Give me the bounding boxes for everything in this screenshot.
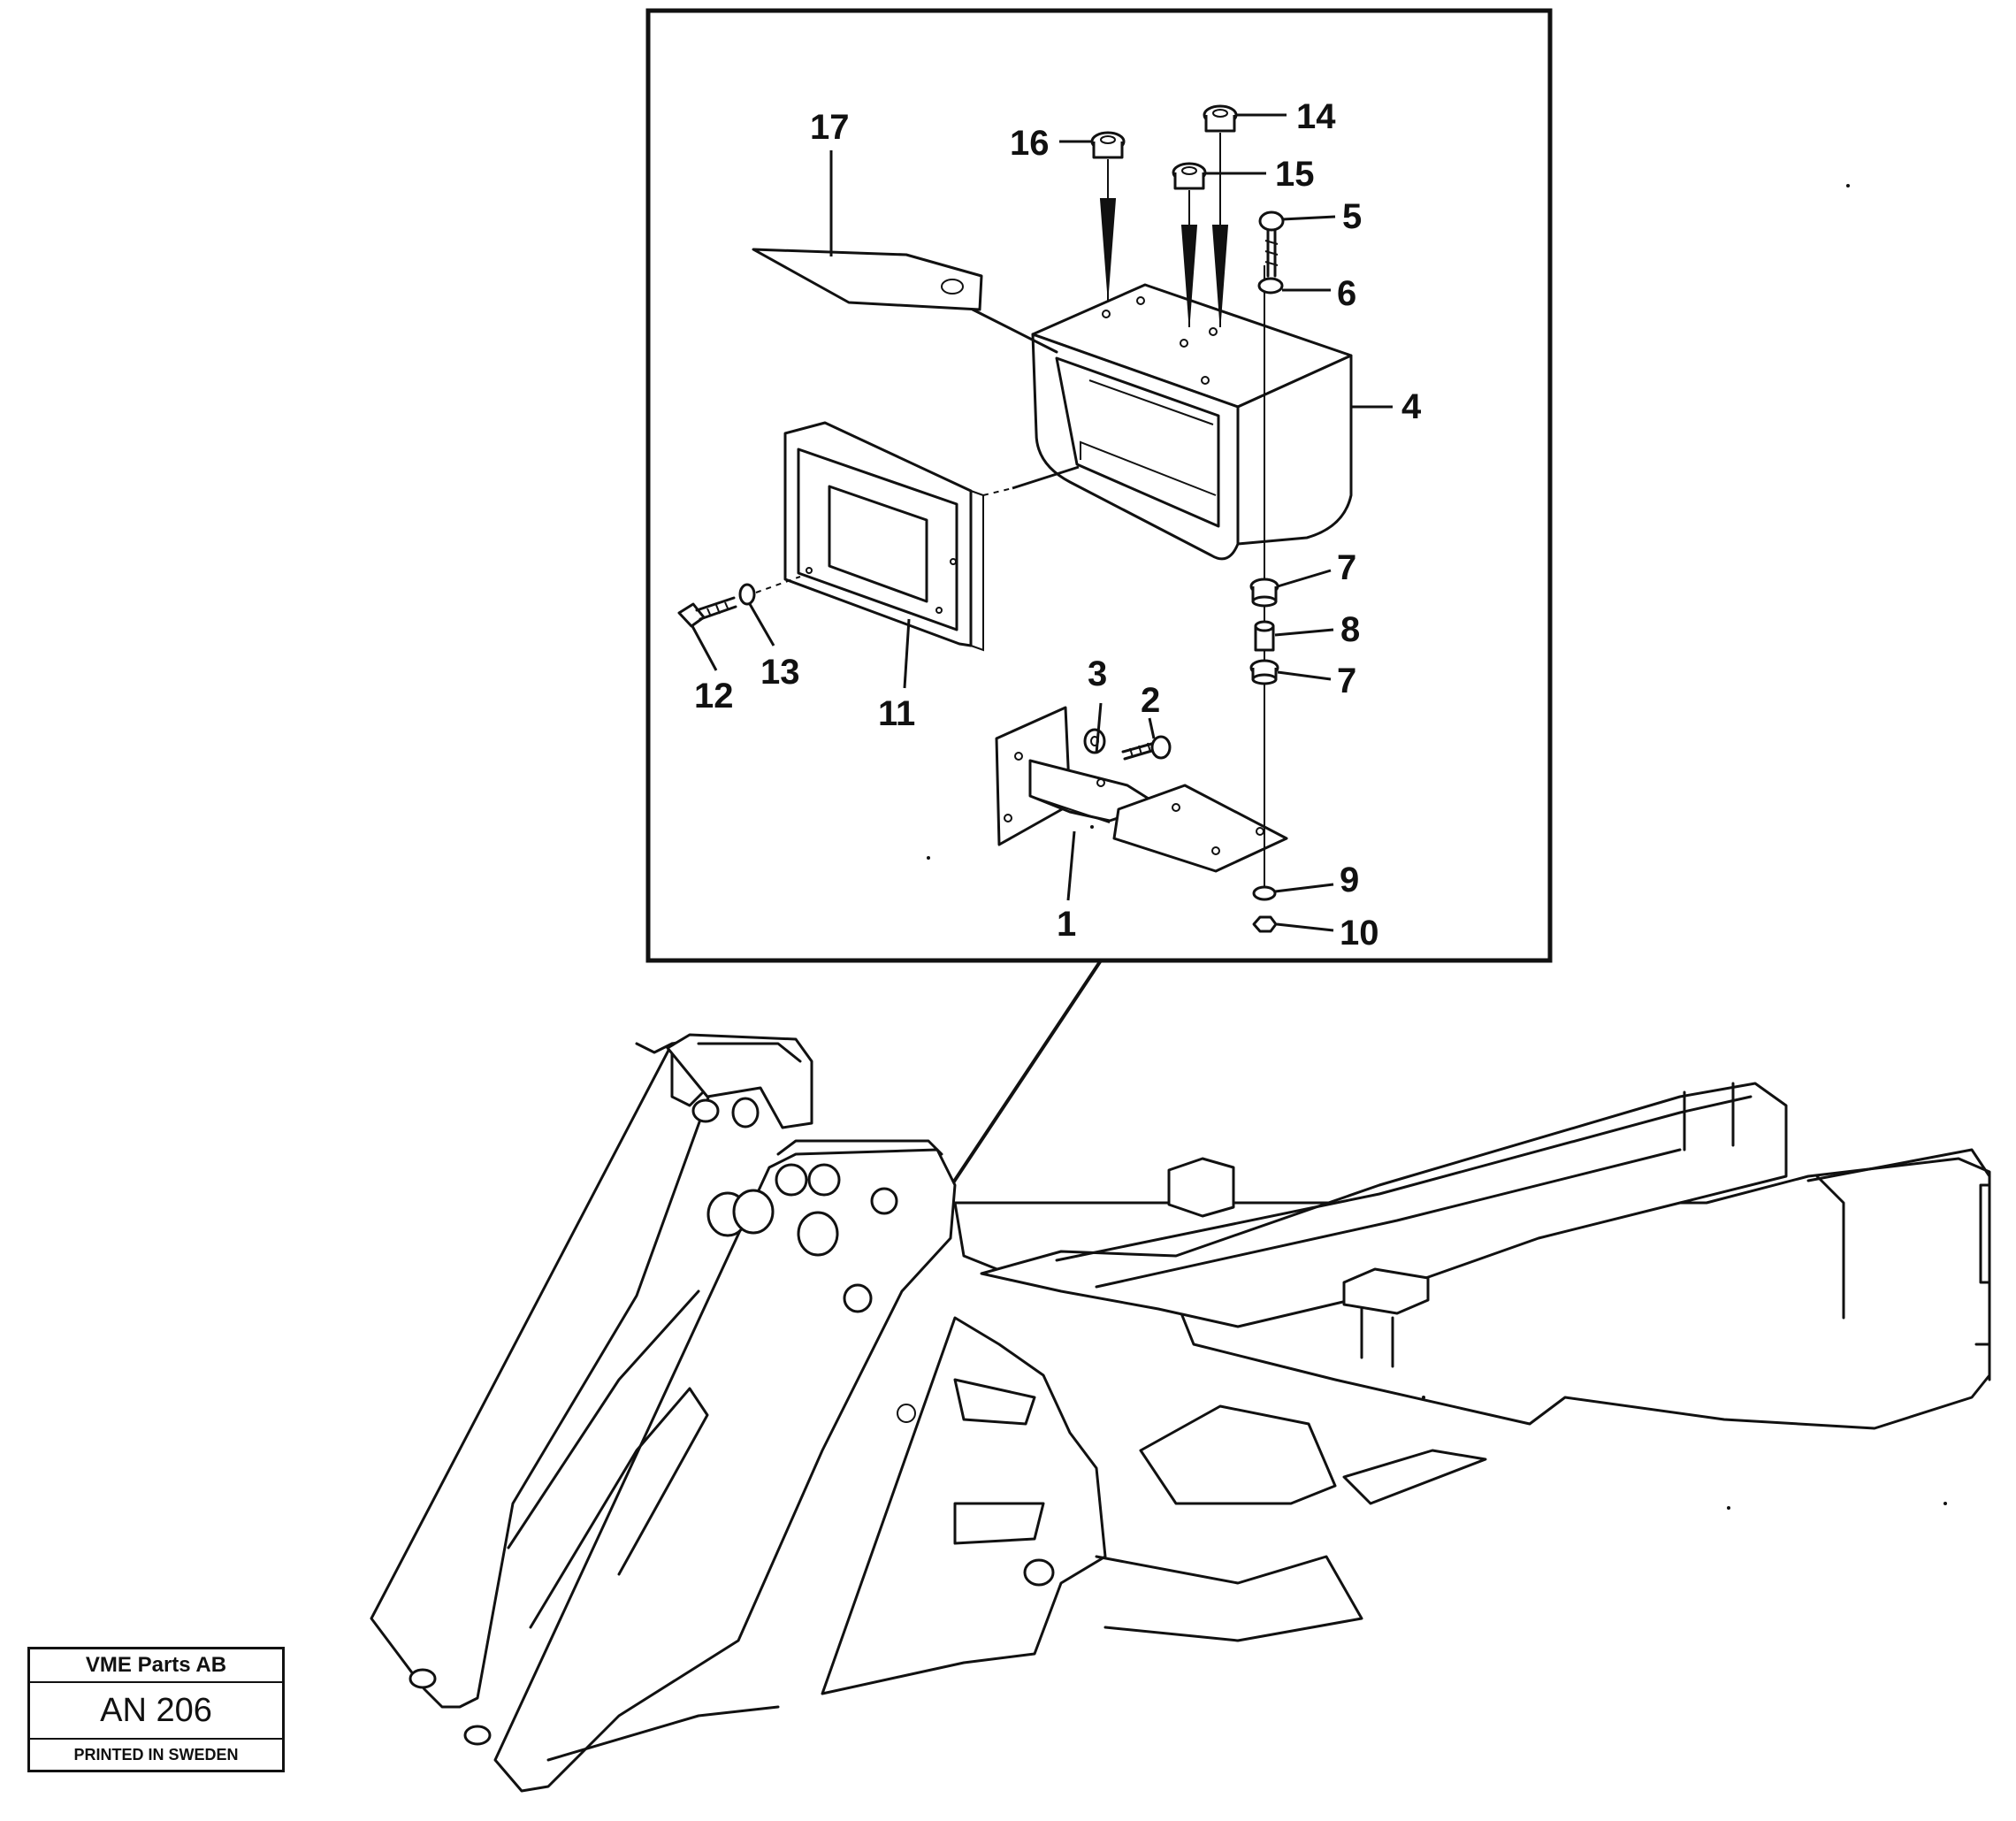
callout-2: 2: [1141, 681, 1160, 720]
part-6-washer: [1257, 277, 1284, 295]
part-17-cover-plate: [752, 248, 983, 311]
speck-marks: [927, 184, 1947, 1510]
callout-10: 10: [1340, 914, 1379, 953]
callout-16: 16: [1010, 124, 1050, 163]
part-7-upper-rubber-mount: [1249, 578, 1279, 608]
machine-front-frame: [821, 1082, 1991, 1695]
leader-lines: [691, 113, 1393, 932]
title-stamp: VME Parts AB AN 206 PRINTED IN SWEDEN: [27, 1647, 285, 1772]
callout-1: 1: [1057, 905, 1076, 944]
callout-17: 17: [810, 108, 850, 147]
part-10-nut: [1252, 915, 1278, 933]
callout-15: 15: [1275, 155, 1315, 194]
callout-14: 14: [1296, 97, 1336, 136]
stamp-printed: PRINTED IN SWEDEN: [73, 1745, 239, 1764]
part-14-rubber-plug: [1203, 104, 1238, 133]
callout-13: 13: [760, 653, 800, 692]
part-9-washer: [1252, 885, 1277, 901]
callout-7a: 7: [1337, 548, 1356, 587]
callout-12: 12: [694, 677, 734, 715]
callout-7b: 7: [1337, 662, 1356, 700]
part-7-lower-rubber-mount: [1249, 659, 1279, 685]
part-1-support-bracket: [995, 706, 1288, 873]
callout-4: 4: [1401, 387, 1422, 426]
part-13-washer: [738, 576, 801, 606]
part-3-washer: [1083, 728, 1106, 754]
callout-6: 6: [1337, 274, 1356, 313]
callout-3: 3: [1088, 654, 1107, 693]
part-8-spacer: [1254, 620, 1275, 652]
part-5-screw: [1258, 210, 1285, 278]
callout-8: 8: [1340, 610, 1360, 649]
part-2-bolt: [1121, 735, 1172, 761]
callout-9: 9: [1340, 861, 1359, 899]
callout-5: 5: [1342, 197, 1362, 236]
part-16-rubber-plug: [1090, 131, 1126, 159]
callout-labels: 17 16 14 15 5 6 4 7 8 7 3 2 9 10 1 11 13…: [694, 97, 1422, 953]
part-11-frame-bracket: [783, 421, 1080, 652]
loader-lift-arm: [370, 1033, 957, 1793]
callout-11: 11: [878, 694, 915, 733]
part-4-box-housing: [971, 283, 1353, 561]
stamp-company: VME Parts AB: [30, 1649, 282, 1683]
part-12-bolt: [677, 596, 737, 628]
stamp-code: AN 206: [30, 1683, 282, 1740]
part-15-rubber-plug: [1172, 162, 1207, 190]
